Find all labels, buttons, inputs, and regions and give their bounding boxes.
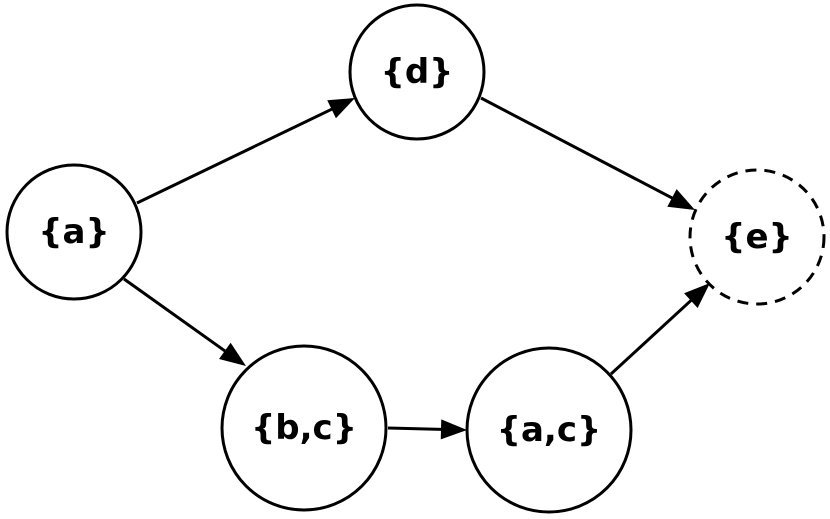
node-e: {e} bbox=[688, 168, 826, 306]
edge-d-to-e bbox=[480, 96, 682, 204]
arrowhead-d-to-e bbox=[667, 189, 695, 210]
node-ac: {a,c} bbox=[465, 346, 633, 514]
node-d-label: {d} bbox=[381, 52, 454, 92]
node-bc: {b,c} bbox=[220, 344, 388, 512]
arrowhead-bc-to-ac bbox=[440, 419, 467, 440]
node-a-label: {a} bbox=[38, 212, 109, 252]
edge-a-to-bc bbox=[123, 277, 234, 358]
edge-bc-to-ac bbox=[387, 426, 452, 432]
node-a: {a} bbox=[5, 163, 143, 301]
arrowhead-a-to-d bbox=[327, 98, 355, 119]
node-bc-label: {b,c} bbox=[251, 408, 357, 448]
node-ac-label: {a,c} bbox=[497, 410, 601, 450]
edge-a-to-d bbox=[136, 103, 342, 205]
arrowhead-a-to-bc bbox=[219, 342, 246, 366]
node-d: {d} bbox=[348, 3, 486, 141]
arrowhead-ac-to-e bbox=[684, 283, 710, 308]
edge-ac-to-e bbox=[609, 292, 700, 376]
nodes-layer: {a} {d} {e} {b,c} {a,c} bbox=[5, 3, 826, 514]
edges-layer bbox=[123, 96, 710, 440]
node-e-label: {e} bbox=[721, 217, 792, 257]
